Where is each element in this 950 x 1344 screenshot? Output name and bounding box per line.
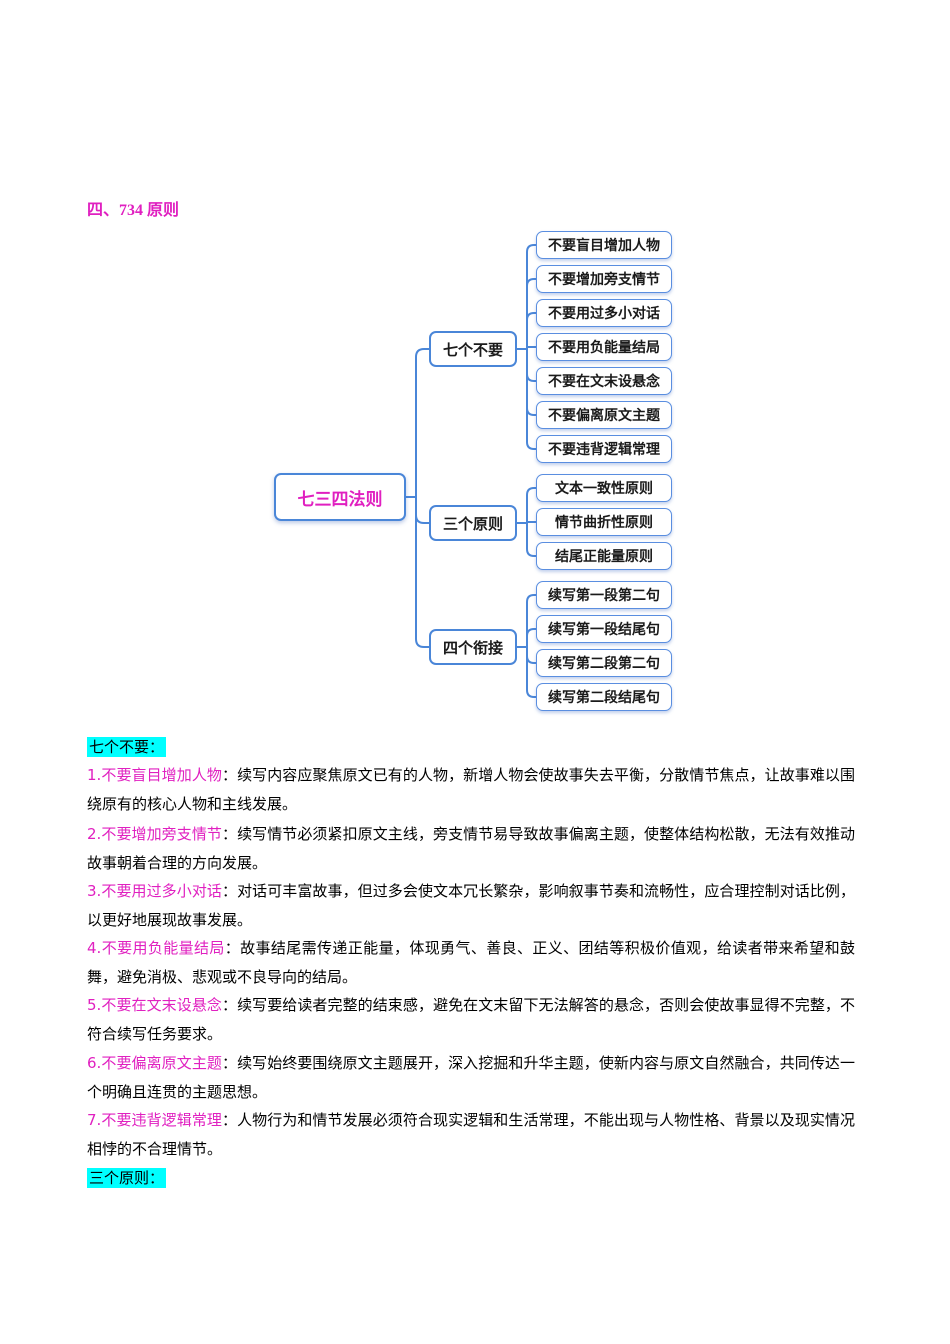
leaf-node: 不要用过多小对话	[536, 299, 672, 327]
leaf-node: 文本一致性原则	[536, 474, 672, 502]
item-separator: ：	[221, 1111, 238, 1129]
item-separator: ：	[221, 882, 238, 900]
connector-leaf	[526, 278, 536, 287]
leaf-node: 不要增加旁支情节	[536, 265, 672, 293]
connector-leaf	[526, 487, 536, 496]
connector-branch	[415, 348, 429, 358]
item-title: 5.不要在文末设悬念	[87, 996, 222, 1014]
leaf-node: 结尾正能量原则	[536, 542, 672, 570]
leaf-node: 续写第一段结尾句	[536, 615, 672, 643]
item-body: 续写情节必须紧扣原文主线，旁支情节易导致故事偏离主题，使整体结构松散，无法有效推…	[87, 825, 855, 872]
connector-leaf	[526, 655, 536, 664]
item-body: 故事结尾需传递正能量，体现勇气、善良、正义、团结等积极价值观，给读者带来希望和鼓…	[87, 939, 855, 986]
item-body: 续写要给读者完整的结束感，避免在文末留下无法解答的悬念，否则会使故事显得不完整，…	[87, 996, 855, 1043]
branch-four-links: 四个衔接	[429, 629, 517, 665]
mindmap-root: 七三四法则	[274, 473, 406, 521]
section-label-seven-donts: 七个不要：	[87, 737, 167, 757]
connector-leaf	[526, 441, 536, 450]
leaf-node: 不要违背逻辑常理	[536, 435, 672, 463]
mind-map-connectors	[406, 244, 536, 698]
leaf-node: 不要偏离原文主题	[536, 401, 672, 429]
list-item: 3.不要用过多小对话：对话可丰富故事，但过多会使文本冗长繁杂，影响叙事节奏和流畅…	[87, 877, 855, 935]
section-label-three-principles: 三个原则：	[87, 1168, 167, 1188]
section-heading: 四、734 原则	[87, 202, 180, 219]
leaf-node: 续写第二段第二句	[536, 649, 672, 677]
leaf-node: 续写第二段结尾句	[536, 683, 672, 711]
list-item: 7.不要违背逻辑常理：人物行为和情节发展必须符合现实逻辑和生活常理，不能出现与人…	[87, 1106, 855, 1164]
connector-leaf	[526, 373, 536, 382]
connector-leaf	[526, 244, 536, 253]
list-item: 1.不要盲目增加人物：续写内容应聚焦原文已有的人物，新增人物会使故事失去平衡，分…	[87, 761, 855, 819]
item-title: 2.不要增加旁支情节	[87, 825, 222, 843]
item-separator: ：	[221, 825, 238, 843]
connector-branch	[415, 638, 429, 648]
list-item: 5.不要在文末设悬念：续写要给读者完整的结束感，避免在文末留下无法解答的悬念，否…	[87, 991, 855, 1049]
item-title: 1.不要盲目增加人物	[87, 766, 222, 784]
item-title: 4.不要用负能量结局	[87, 939, 225, 957]
leaf-node: 不要在文末设悬念	[536, 367, 672, 395]
item-body: 续写始终要围绕原文主题展开，深入挖掘和升华主题，使新内容与原文自然融合，共同传达…	[87, 1054, 855, 1101]
item-body: 续写内容应聚焦原文已有的人物，新增人物会使故事失去平衡，分散情节焦点，让故事难以…	[87, 766, 855, 813]
leaf-node: 不要用负能量结局	[536, 333, 672, 361]
item-title: 7.不要违背逻辑常理	[87, 1111, 222, 1129]
list-item: 4.不要用负能量结局：故事结尾需传递正能量，体现勇气、善良、正义、团结等积极价值…	[87, 934, 855, 992]
connector-leaf	[526, 548, 536, 557]
connector-leaf	[526, 407, 536, 416]
item-title: 6.不要偏离原文主题	[87, 1054, 222, 1072]
item-body: 对话可丰富故事，但过多会使文本冗长繁杂，影响叙事节奏和流畅性，应合理控制对话比例…	[87, 882, 855, 929]
list-item: 6.不要偏离原文主题：续写始终要围绕原文主题展开，深入挖掘和升华主题，使新内容与…	[87, 1049, 855, 1107]
item-title: 3.不要用过多小对话	[87, 882, 222, 900]
connector-leaf	[526, 312, 536, 321]
connector-leaf	[526, 689, 536, 698]
branch-seven-donts: 七个不要	[429, 331, 517, 367]
list-item: 2.不要增加旁支情节：续写情节必须紧扣原文主线，旁支情节易导致故事偏离主题，使整…	[87, 820, 855, 878]
branch-three-principles: 三个原则	[429, 505, 517, 541]
connector-leaf	[526, 594, 536, 603]
item-separator: ：	[221, 766, 238, 784]
item-separator: ：	[224, 939, 241, 957]
leaf-node: 续写第一段第二句	[536, 581, 672, 609]
leaf-node: 不要盲目增加人物	[536, 231, 672, 259]
item-separator: ：	[221, 996, 238, 1014]
item-body: 人物行为和情节发展必须符合现实逻辑和生活常理，不能出现与人物性格、背景以及现实情…	[87, 1111, 855, 1158]
item-separator: ：	[221, 1054, 238, 1072]
leaf-node: 情节曲折性原则	[536, 508, 672, 536]
connector-branch	[415, 514, 429, 524]
connector-leaf	[526, 628, 536, 637]
